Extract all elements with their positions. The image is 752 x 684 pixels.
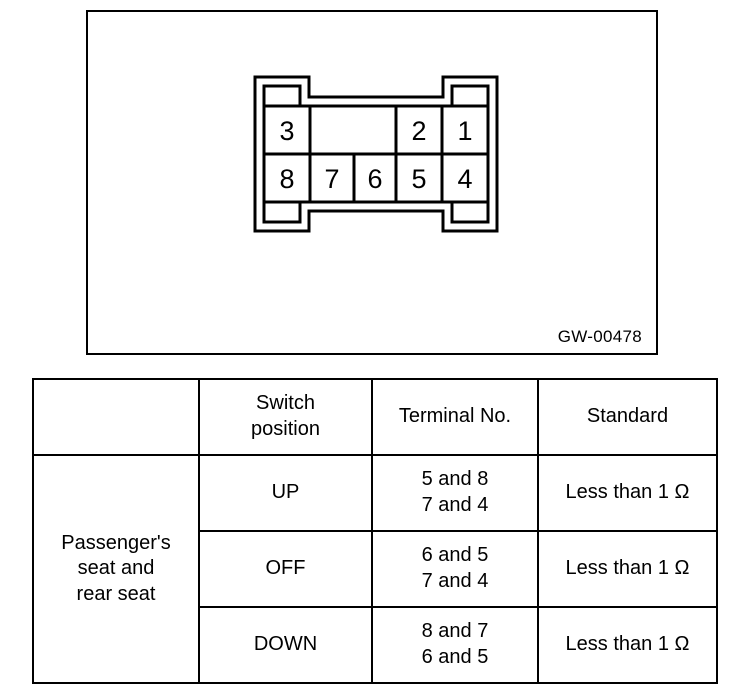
- pin-number-5: 5: [411, 164, 426, 194]
- terminal-cell-8: [262, 152, 312, 204]
- table-row: Passenger's seat and rear seat UP 5 and …: [32, 454, 718, 684]
- header-terminal-line-1: Terminal No.: [398, 405, 512, 428]
- terminal-line-2: 7 and 4: [421, 494, 489, 516]
- pin-number-1: 1: [457, 116, 472, 146]
- terminal-line-1: 8 and 7: [421, 620, 489, 643]
- terminal-cell-1: [440, 104, 490, 156]
- pin-number-4: 4: [457, 164, 472, 194]
- group-label-line-1: Passenger's: [61, 531, 171, 554]
- group-label-line-3: rear seat: [76, 582, 156, 605]
- pin-number-3: 3: [279, 116, 294, 146]
- cell-switch-position: UP: [198, 454, 373, 532]
- terminal-line-1: 6 and 5: [421, 544, 489, 567]
- cell-switch-position: OFF: [198, 530, 373, 608]
- terminal-line-2: 7 and 4: [421, 570, 489, 592]
- terminal-line-2: 6 and 5: [421, 646, 489, 668]
- table-header-row: Switch position Terminal No. Standard: [32, 378, 718, 456]
- connector-outer-shell: [253, 75, 499, 233]
- pin-number-7: 7: [324, 164, 339, 194]
- cell-standard: Less than 1 Ω: [537, 454, 718, 532]
- terminal-cell-4: [440, 152, 490, 204]
- pin-number-8: 8: [279, 164, 294, 194]
- figure-panel: 3 2 1 8 7 6 5 4 GW-00478: [86, 10, 658, 355]
- header-cell-switch-position: Switch position: [198, 378, 373, 456]
- header-cell-standard: Standard: [537, 378, 718, 456]
- switch-continuity-table: Switch position Terminal No. Standard Pa…: [32, 378, 718, 684]
- pin-number-6: 6: [367, 164, 382, 194]
- cell-terminal-no: 6 and 5 7 and 4: [371, 530, 539, 608]
- cell-terminal-no: 8 and 7 6 and 5: [371, 606, 539, 684]
- connector-pinout-diagram: 3 2 1 8 7 6 5 4: [252, 74, 500, 234]
- group-label-line-2: seat and: [77, 557, 155, 580]
- terminal-cell-6: [352, 152, 398, 204]
- pin-number-2: 2: [411, 116, 426, 146]
- terminal-cell-5: [394, 152, 444, 204]
- cell-standard: Less than 1 Ω: [537, 530, 718, 608]
- terminal-cell-grid: [262, 104, 490, 204]
- header-switch-line-1: Switch: [256, 392, 315, 415]
- figure-id-label: GW-00478: [557, 327, 642, 346]
- cell-terminal-no: 5 and 8 7 and 4: [371, 454, 539, 532]
- header-cell-group: [32, 378, 200, 456]
- cell-standard: Less than 1 Ω: [537, 606, 718, 684]
- terminal-line-1: 5 and 8: [421, 468, 489, 491]
- header-standard-line-1: Standard: [586, 405, 669, 428]
- table-row: OFF 6 and 5 7 and 4 Less than 1 Ω: [33, 530, 718, 608]
- header-cell-terminal-no: Terminal No.: [371, 378, 539, 456]
- cell-switch-position: DOWN: [198, 606, 373, 684]
- row-group-label: Passenger's seat and rear seat: [32, 454, 200, 684]
- header-switch-line-2: position: [251, 418, 320, 440]
